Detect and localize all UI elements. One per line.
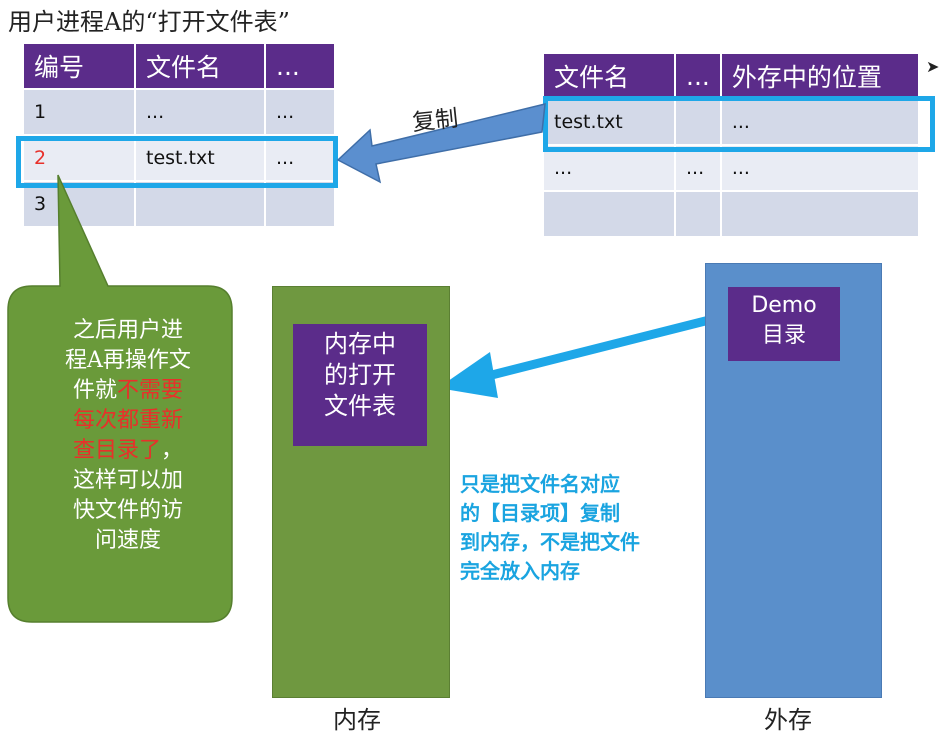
- callout-text: 之后用户进 程A再操作文 件就不需要 每次都重新 查目录了， 这样可以加 快文件…: [44, 316, 212, 556]
- note-line: 只是把文件名对应: [460, 472, 620, 496]
- demo-box-line: 目录: [761, 323, 806, 348]
- cell-location: ...: [719, 98, 920, 146]
- cell-more: ...: [264, 88, 336, 136]
- callout-bubble: [7, 174, 233, 623]
- cell-location: ...: [719, 144, 920, 192]
- header-number: 编号: [22, 42, 136, 90]
- callout-text-red: 不需要: [117, 378, 184, 403]
- demo-directory-box: Demo 目录: [728, 287, 840, 361]
- table-row: 1 ... ...: [22, 88, 336, 136]
- header-location: 外存中的位置: [719, 52, 920, 100]
- cell-more: [264, 180, 336, 228]
- callout-text-plain: 件就: [72, 378, 117, 403]
- callout-line: 程A再操作文: [65, 348, 191, 373]
- cell-filename: ...: [542, 144, 676, 192]
- callout-text-red: 查目录了: [72, 438, 161, 463]
- cell-filename: test.txt: [542, 98, 676, 146]
- demo-box-line: Demo: [751, 293, 817, 318]
- load-arrow-shaft: [475, 309, 738, 383]
- highlight-row-table-b: [543, 96, 935, 152]
- process-open-file-table: 编号 文件名 ... 1 ... ... 2 test.txt ... 3: [22, 42, 336, 228]
- cell-more: [674, 190, 722, 238]
- highlight-row-table-a: [16, 136, 338, 188]
- table-row: 2 test.txt ...: [22, 134, 336, 182]
- callout-line: 查目录了，: [44, 436, 212, 466]
- table-row: [542, 190, 920, 238]
- cell-filename: ...: [134, 88, 266, 136]
- cell-location: [719, 190, 920, 238]
- directory-table: 文件名 ... 外存中的位置 test.txt ... ... ... ...: [542, 52, 920, 238]
- header-more: ...: [674, 52, 722, 100]
- explanation-note: 只是把文件名对应 的【目录项】复制 到内存，不是把文件 完全放入内存: [460, 470, 710, 586]
- load-arrow-head: [438, 352, 498, 398]
- external-caption: 外存: [764, 706, 812, 734]
- table-row: 3: [22, 180, 336, 228]
- table-header-row: 编号 文件名 ...: [22, 42, 336, 90]
- callout-text-plain: ，: [161, 438, 184, 463]
- callout-line: 件就不需要: [44, 376, 212, 406]
- cell-number: 1: [22, 88, 136, 136]
- copy-label: 复制: [411, 105, 460, 137]
- memory-open-file-table-box: 内存中 的打开 文件表: [293, 324, 427, 446]
- callout-line: 这样可以加: [72, 468, 183, 493]
- header-filename: 文件名: [134, 42, 266, 90]
- callout-line: 快文件的访: [72, 498, 183, 523]
- note-line: 到内存，不是把文件: [460, 530, 640, 554]
- memory-box-line: 的打开: [324, 361, 396, 389]
- header-more: ...: [264, 42, 336, 90]
- memory-box-line: 内存中: [324, 330, 396, 358]
- table-header-row: 文件名 ... 外存中的位置: [542, 52, 920, 100]
- cell-filename: [542, 190, 676, 238]
- cell-filename: [134, 180, 266, 228]
- diagram-title: 用户进程A的“打开文件表”: [8, 8, 290, 36]
- copy-arrow: [336, 103, 546, 184]
- table-row: test.txt ...: [542, 98, 920, 146]
- callout-line: 问速度: [94, 528, 161, 553]
- memory-box-line: 文件表: [324, 392, 396, 420]
- mouse-cursor-icon: ➤: [926, 57, 940, 76]
- callout-line: 之后用户进: [72, 318, 183, 343]
- cell-more: [674, 98, 722, 146]
- note-line: 完全放入内存: [460, 559, 580, 583]
- cell-more: ...: [264, 134, 336, 182]
- cell-more: ...: [674, 144, 722, 192]
- cell-number: 2: [22, 134, 136, 182]
- cell-filename: test.txt: [134, 134, 266, 182]
- memory-caption: 内存: [333, 706, 381, 734]
- header-filename: 文件名: [542, 52, 676, 100]
- callout-line: 每次都重新: [72, 408, 183, 433]
- table-row: ... ... ...: [542, 144, 920, 192]
- note-line: 的【目录项】复制: [460, 501, 620, 525]
